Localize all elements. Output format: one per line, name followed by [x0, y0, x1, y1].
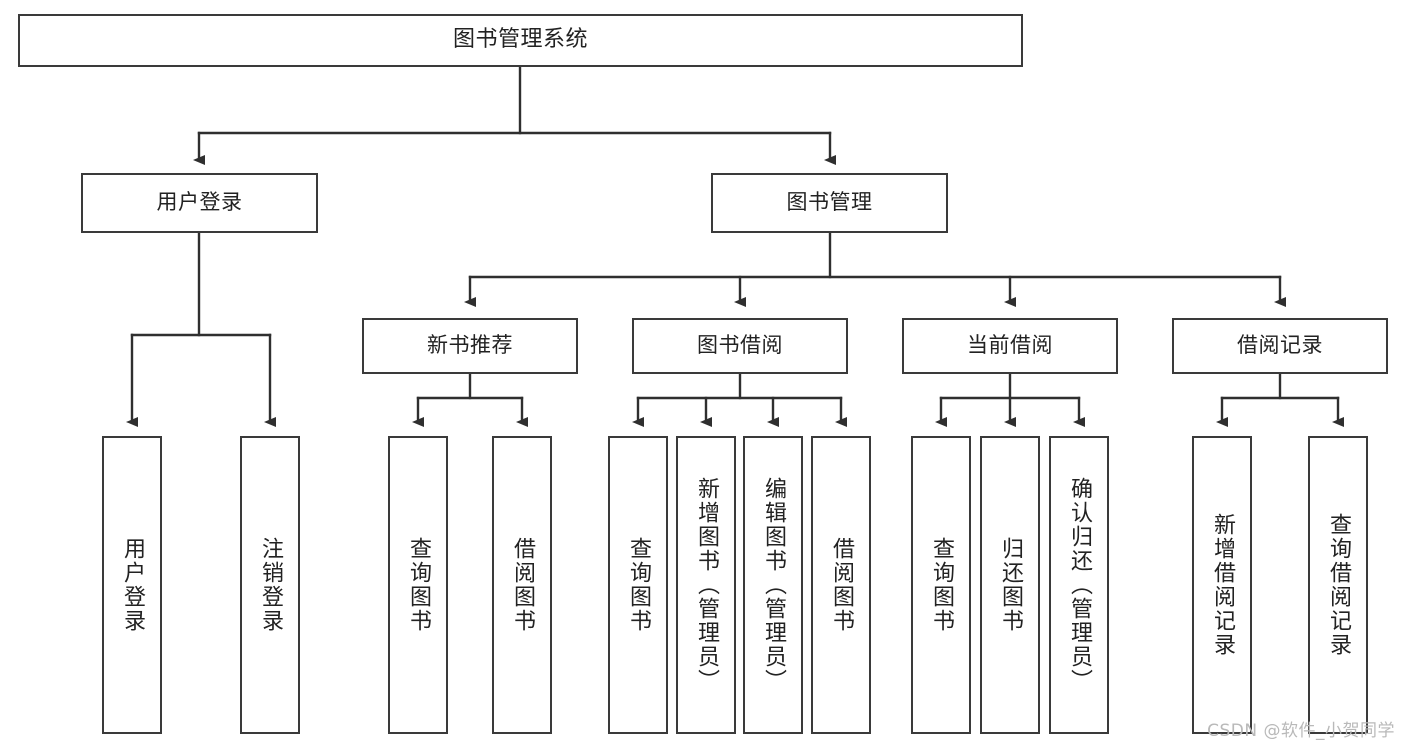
- leaf-return-book[interactable]: 归还图书: [980, 436, 1040, 734]
- node-root-system[interactable]: 图书管理系统: [18, 14, 1023, 67]
- node-book-borrow[interactable]: 图书借阅: [632, 318, 848, 374]
- node-user-login[interactable]: 用户登录: [81, 173, 318, 233]
- node-label: 当前借阅: [967, 333, 1053, 358]
- leaf-borrow-book-recommend[interactable]: 借阅图书: [492, 436, 552, 734]
- node-borrow-record[interactable]: 借阅记录: [1172, 318, 1388, 374]
- node-label: 查询借阅记录: [1325, 513, 1351, 657]
- node-label: 确认归还（管理员）: [1066, 477, 1092, 693]
- leaf-add-book[interactable]: 新增图书（管理员）: [676, 436, 736, 734]
- node-label: 注销登录: [257, 537, 283, 633]
- leaf-confirm-return[interactable]: 确认归还（管理员）: [1049, 436, 1109, 734]
- node-label: 借阅记录: [1237, 333, 1323, 358]
- node-label: 图书借阅: [697, 333, 783, 358]
- leaf-edit-book[interactable]: 编辑图书（管理员）: [743, 436, 803, 734]
- csdn-watermark: CSDN @软件_小贺同学: [1207, 721, 1395, 741]
- node-label: 新增图书（管理员）: [693, 477, 719, 693]
- node-label: 图书管理: [786, 190, 873, 215]
- node-label: 归还图书: [997, 537, 1023, 633]
- node-label: 用户登录: [156, 190, 243, 215]
- leaf-logout[interactable]: 注销登录: [240, 436, 300, 734]
- node-book-manage[interactable]: 图书管理: [711, 173, 948, 233]
- leaf-borrow-book[interactable]: 借阅图书: [811, 436, 871, 734]
- leaf-query-book-current[interactable]: 查询图书: [911, 436, 971, 734]
- node-label: 借阅图书: [828, 537, 854, 633]
- node-label: 用户登录: [119, 537, 145, 633]
- node-label: 新书推荐: [427, 333, 513, 358]
- node-label: 图书管理系统: [452, 27, 588, 53]
- node-new-book-recommend[interactable]: 新书推荐: [362, 318, 578, 374]
- node-label: 借阅图书: [509, 537, 535, 633]
- leaf-query-book-borrow[interactable]: 查询图书: [608, 436, 668, 734]
- leaf-query-borrow-record[interactable]: 查询借阅记录: [1308, 436, 1368, 734]
- node-label: 编辑图书（管理员）: [760, 477, 786, 693]
- leaf-query-book-recommend[interactable]: 查询图书: [388, 436, 448, 734]
- node-label: 新增借阅记录: [1209, 513, 1235, 657]
- node-label: 查询图书: [405, 537, 431, 633]
- node-label: 查询图书: [625, 537, 651, 633]
- leaf-add-borrow-record[interactable]: 新增借阅记录: [1192, 436, 1252, 734]
- leaf-user-login[interactable]: 用户登录: [102, 436, 162, 734]
- node-current-borrow[interactable]: 当前借阅: [902, 318, 1118, 374]
- node-label: 查询图书: [928, 537, 954, 633]
